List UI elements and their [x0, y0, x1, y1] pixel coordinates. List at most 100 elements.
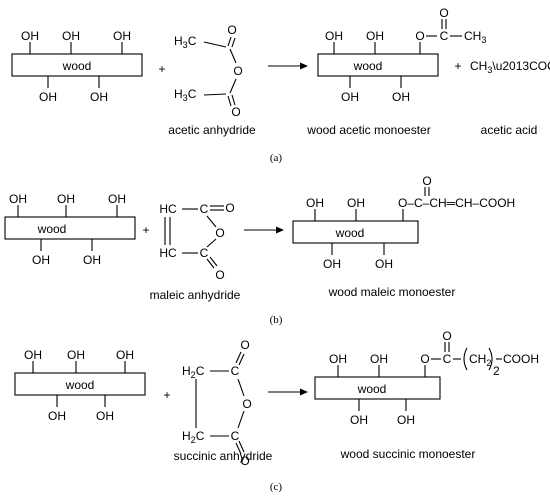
arrowhead: [276, 226, 284, 234]
panel-b: wood OH OH OH OH OH + HC HC C C O O O ma: [4, 174, 515, 326]
hydroxyl-label: OH: [347, 196, 365, 210]
wood-product-a: wood OH OH O C O CH3 OH OH: [317, 6, 486, 104]
panel-label: (c): [270, 481, 283, 493]
wood-label: wood: [335, 226, 365, 240]
product-name: wood acetic monoester: [306, 123, 430, 137]
carbonyl-oxygen: O: [240, 338, 249, 352]
succinic-anhydride-name: succinic anhydride: [174, 449, 273, 463]
panel-label: (a): [270, 152, 283, 164]
carbonyl-oxygen: O: [227, 23, 236, 37]
carbonyl-carbon: C: [200, 246, 209, 260]
plus-sign: +: [163, 388, 170, 402]
hc-group: HC: [159, 246, 177, 260]
methyl-group: H3C: [174, 87, 197, 103]
hydroxyl-label: OH: [21, 29, 39, 43]
hydroxyl-label: OH: [62, 29, 80, 43]
wood-reactant-a: wood OH OH OH OH OH: [11, 29, 143, 104]
wood-reactant-b: wood OH OH OH OH OH: [4, 192, 136, 267]
hydroxyl-label: OH: [32, 253, 50, 267]
hydroxyl-label: OH: [96, 409, 114, 423]
carboxyl-group: COOH: [503, 352, 539, 366]
hydroxyl-label: OH: [24, 348, 42, 362]
hydroxyl-label: OH: [67, 348, 85, 362]
ch2-group: H2C: [182, 364, 205, 380]
wood-label: wood: [65, 378, 95, 392]
carbonyl-oxygen: O: [215, 268, 224, 282]
wood-block: [14, 372, 146, 396]
hydroxyl-label: OH: [116, 348, 134, 362]
hydroxyl-label: OH: [57, 192, 75, 206]
methyl-group: CH3: [464, 29, 486, 45]
panel-a: wood OH OH OH OH OH + H3C O O H3C O acet…: [11, 6, 550, 164]
hydroxyl-label: OH: [90, 90, 108, 104]
ester-oxygen: O: [420, 352, 429, 366]
hydroxyl-label: OH: [375, 257, 393, 271]
ring-oxygen: O: [215, 226, 224, 240]
wood-block: [11, 53, 143, 77]
hydroxyl-label: OH: [341, 90, 359, 104]
wood-block: [314, 376, 441, 400]
hydroxyl-label: OH: [329, 352, 347, 366]
methyl-group: H3C: [174, 34, 197, 50]
plus-sign: +: [158, 62, 165, 76]
hydroxyl-label: OH: [108, 192, 126, 206]
carbonyl-carbon: C: [440, 29, 449, 43]
ch2-repeat-unit: CH2: [469, 352, 491, 368]
acetic-anhydride-name: acetic anhydride: [168, 123, 256, 137]
carbonyl-carbon: C: [231, 364, 240, 378]
hc-group: HC: [159, 202, 177, 216]
carbonyl-carbon: C: [200, 202, 209, 216]
maleic-anhydride-structure: HC HC C C O O O: [159, 201, 234, 282]
carbonyl-oxygen: O: [240, 454, 249, 468]
plus-sign: +: [142, 223, 149, 237]
wood-block: [317, 53, 439, 77]
ester-oxygen: O: [415, 29, 424, 43]
hydroxyl-label: OH: [370, 352, 388, 366]
carbonyl-oxygen: O: [442, 329, 451, 343]
hydroxyl-label: OH: [83, 253, 101, 267]
hydroxyl-label: OH: [323, 257, 341, 271]
maleic-ester-chain: O–C–CH═CH–COOH: [398, 196, 515, 210]
carbonyl-oxygen: O: [439, 6, 448, 20]
wood-product-b: wood OH OH OH OH O–C–CH═CH–COOH O: [292, 174, 515, 271]
product-name: wood maleic monoester: [328, 285, 456, 299]
hydroxyl-label: OH: [113, 29, 131, 43]
acetic-anhydride-structure: H3C O O H3C O: [174, 23, 243, 119]
carbonyl-carbon: C: [231, 429, 240, 443]
panel-label: (b): [270, 314, 283, 326]
hydroxyl-label: OH: [9, 192, 27, 206]
wood-label: wood: [62, 59, 92, 73]
bridge-oxygen: O: [233, 64, 242, 78]
acetic-acid-name: acetic acid: [481, 123, 538, 137]
hydroxyl-label: OH: [397, 413, 415, 427]
ring-oxygen: O: [242, 397, 251, 411]
acetic-acid-formula: CH3\u2013COOH: [470, 59, 550, 75]
succinic-anhydride-structure: H2C H2C C C O O O: [182, 338, 252, 468]
hydroxyl-label: OH: [366, 29, 384, 43]
hydroxyl-label: OH: [392, 90, 410, 104]
ch2-group: H2C: [182, 429, 205, 445]
product-name: wood succinic monoester: [340, 447, 476, 461]
carbonyl-oxygen: O: [422, 174, 431, 188]
wood-label: wood: [353, 59, 383, 73]
hydroxyl-label: OH: [48, 409, 66, 423]
panel-c: wood OH OH OH OH OH + H2C H2C C C O O O: [14, 329, 539, 493]
hydroxyl-label: OH: [325, 29, 343, 43]
open-paren: [463, 347, 468, 371]
hydroxyl-label: OH: [350, 413, 368, 427]
maleic-anhydride-name: maleic anhydride: [150, 288, 241, 302]
carbonyl-oxygen: O: [231, 105, 240, 119]
carbonyl-carbon: C: [443, 352, 452, 366]
repeat-subscript: 2: [493, 364, 500, 378]
wood-block: [4, 216, 136, 240]
hydroxyl-label: OH: [306, 196, 324, 210]
wood-label: wood: [37, 222, 67, 236]
arrowhead: [300, 388, 308, 396]
plus-sign: +: [454, 59, 461, 73]
hydroxyl-label: OH: [39, 90, 57, 104]
carbonyl-oxygen: O: [225, 201, 234, 215]
wood-product-c: wood OH OH O C O CH2 2 COOH OH OH: [314, 329, 539, 427]
arrowhead: [300, 62, 308, 70]
wood-label: wood: [357, 382, 387, 396]
